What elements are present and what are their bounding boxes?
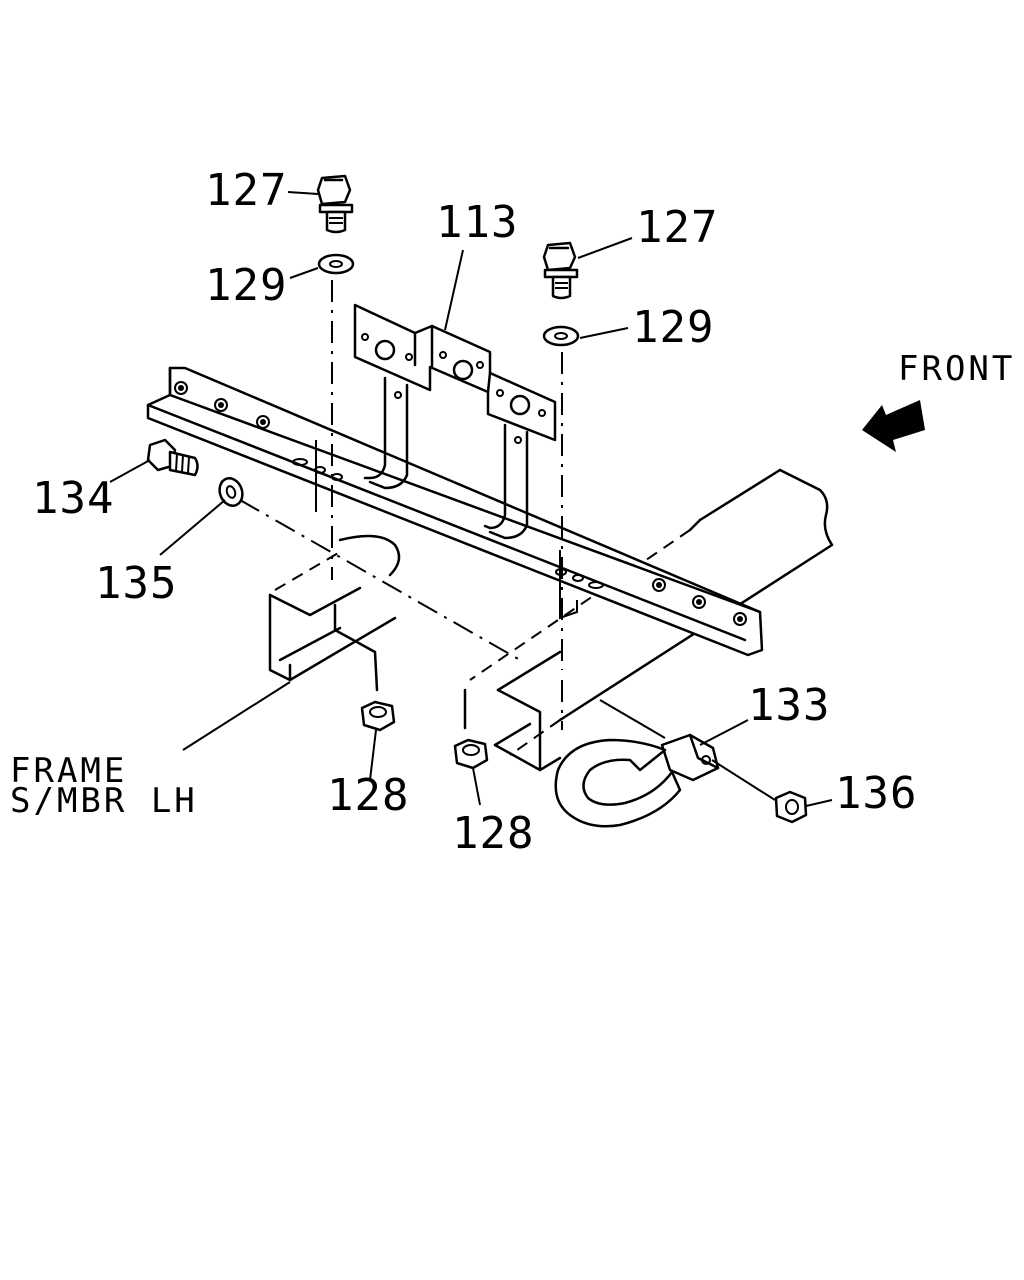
part-label-129-left: 129 (205, 260, 287, 311)
arrow-icon (862, 400, 925, 452)
tow-hook-133 (554, 733, 720, 828)
washer-135 (218, 477, 244, 507)
bolt-127-right (542, 241, 579, 300)
alignment-lines (239, 280, 666, 739)
frame-side-member-rail (469, 468, 834, 756)
bolt-axis-line-136 (711, 759, 776, 801)
nut-128-left (360, 700, 396, 732)
angle-rail (146, 366, 764, 657)
front-label: FRONT (898, 349, 1015, 389)
nut-136 (774, 790, 808, 824)
bolt-134 (146, 438, 199, 477)
part-label-128-left: 128 (327, 770, 409, 821)
washer-129-right (542, 325, 580, 347)
frame-label-line1: FRAME (10, 751, 127, 791)
part-label-134: 134 (32, 473, 114, 524)
part-label-136: 136 (835, 768, 917, 819)
part-label-135: 135 (95, 558, 177, 609)
frame-cross-member-lh (268, 534, 401, 692)
leader-lines (109, 191, 833, 807)
part-label-127-right: 127 (636, 202, 718, 253)
frame-channel-bracket-rh (463, 650, 562, 772)
part-label-128-right: 128 (452, 808, 534, 859)
washer-129-left (317, 253, 355, 275)
frame-label-line2: S/MBR LH (10, 781, 198, 821)
part-label-113: 113 (436, 197, 518, 248)
part-label-129-right: 129 (632, 302, 714, 353)
bolt-127-left (316, 174, 354, 234)
nut-128-right (453, 738, 489, 770)
bracket-113 (353, 303, 557, 540)
part-label-133: 133 (748, 680, 830, 731)
part-label-127-left: 127 (205, 165, 287, 216)
